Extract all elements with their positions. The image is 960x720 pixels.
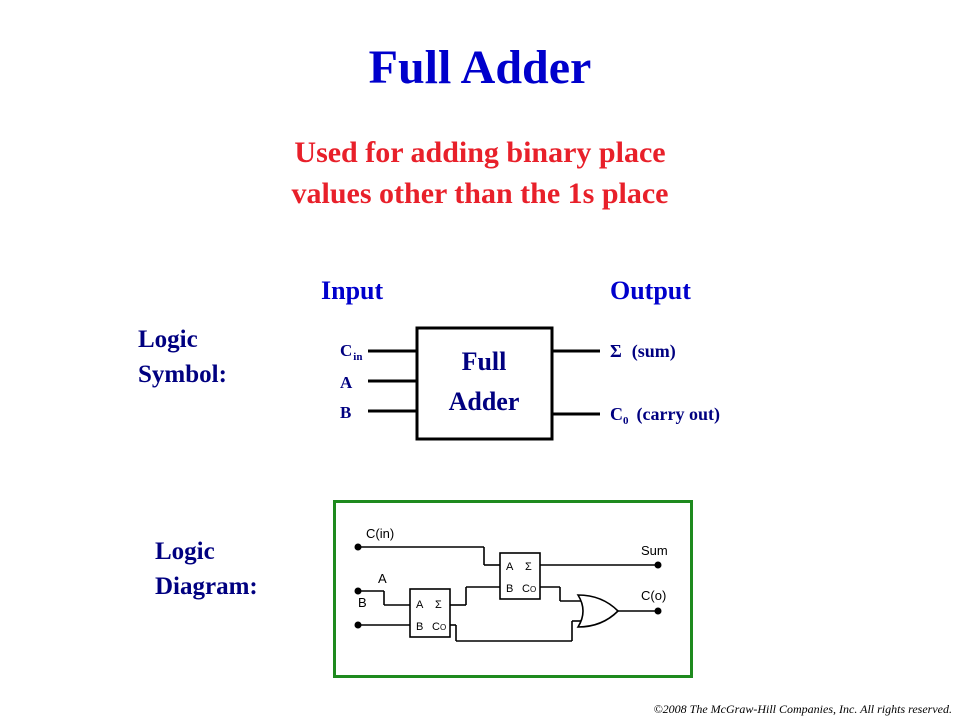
schematic-cin-label: C(in): [366, 526, 394, 541]
half-adder-2: [499, 552, 541, 600]
b-label: B: [340, 403, 351, 422]
logic-diagram-label-line-2: Diagram:: [155, 573, 258, 600]
input-header: Input: [321, 276, 384, 305]
svg-text:CO: CO: [432, 621, 446, 633]
logic-diagram-label-line-1: Logic: [155, 538, 215, 565]
cin-label: Cin: [340, 341, 362, 363]
logic-diagram-label: Logic Diagram:: [155, 534, 258, 604]
b-terminal: [354, 621, 362, 629]
schematic-cout-label: C(o): [641, 588, 666, 603]
carry-out-label: C0(carry out): [610, 404, 720, 427]
or-gate: [576, 594, 620, 628]
logic-symbol-label-line-2: Symbol:: [138, 361, 227, 388]
subtitle-line-1: Used for adding binary place: [294, 136, 666, 169]
svg-text:A: A: [416, 599, 424, 611]
box-text-adder: Adder: [449, 387, 520, 416]
a-label: A: [340, 373, 353, 392]
cout-terminal: [654, 607, 662, 615]
svg-text:A: A: [506, 561, 514, 573]
a-terminal: [354, 587, 362, 595]
full-adder-symbol: Full Adder Cin A B Σ(sum) C0(carry out): [340, 326, 720, 441]
logic-symbol-label: Logic Symbol:: [138, 322, 227, 392]
svg-text:B: B: [506, 583, 513, 595]
sum-terminal: [654, 561, 662, 569]
subtitle-line-2: values other than the 1s place: [291, 177, 669, 210]
page-title: Full Adder: [368, 41, 592, 94]
sigma-icon: Σ: [610, 341, 622, 361]
schematic-b-label: B: [358, 595, 367, 610]
svg-text:B: B: [416, 621, 423, 633]
sum-output-label: Σ(sum): [610, 341, 676, 362]
svg-text:Σ: Σ: [435, 599, 442, 611]
full-adder-box: [415, 326, 554, 441]
copyright-footer: ©2008 The McGraw-Hill Companies, Inc. Al…: [653, 702, 952, 716]
logic-diagram-frame: A Σ B CO A Σ B CO C(in) A B Sum C(o): [333, 500, 693, 678]
logic-symbol-label-line-1: Logic: [138, 326, 198, 353]
schematic-a-label: A: [378, 571, 387, 586]
output-header: Output: [610, 276, 691, 305]
svg-text:Σ: Σ: [525, 561, 532, 573]
half-adder-1: [409, 588, 451, 638]
subtitle: Used for adding binary place values othe…: [180, 132, 780, 214]
schematic-sum-label: Sum: [641, 543, 668, 558]
logic-diagram-schematic: A Σ B CO A Σ B CO C(in) A B Sum C(o): [354, 526, 668, 642]
box-text-full: Full: [462, 347, 507, 376]
svg-text:CO: CO: [522, 583, 536, 595]
cin-terminal: [354, 543, 362, 551]
